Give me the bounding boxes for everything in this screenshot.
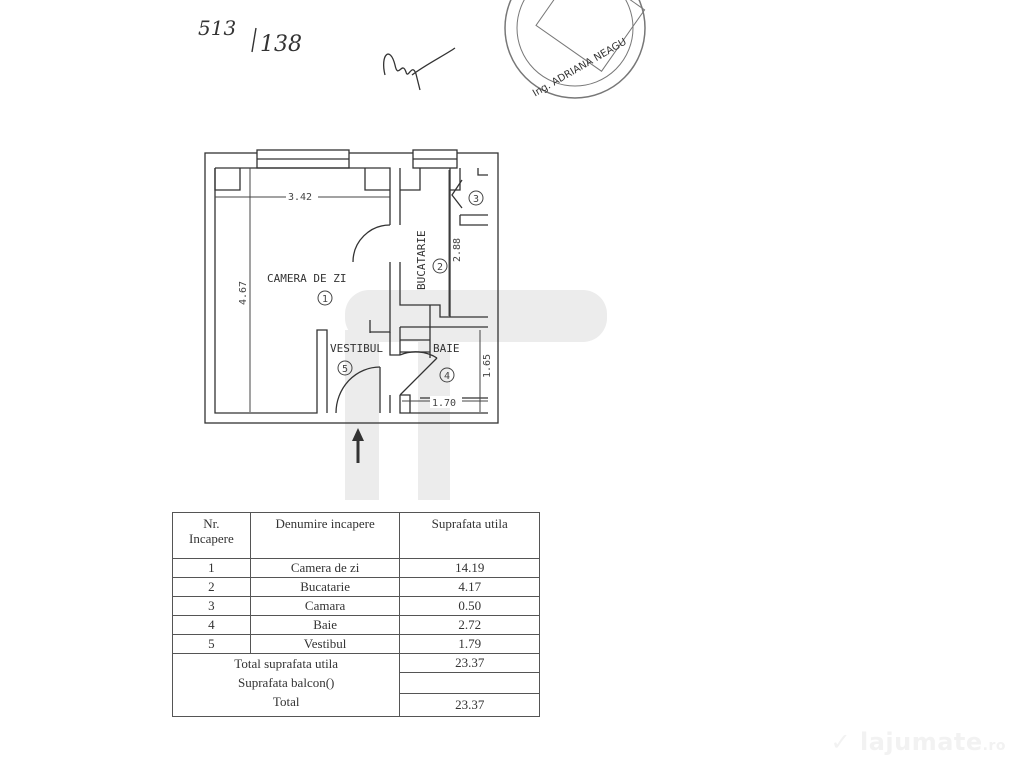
dim-living-length: 4.67 <box>238 281 249 305</box>
handwritten-fraction: 138 <box>260 32 302 57</box>
total-value: 23.37 <box>399 693 540 717</box>
stamp-seal: Ing. ADRIANA NEAGU <box>504 0 646 100</box>
room-number-markers <box>317 190 484 383</box>
room-number-5: 5 <box>342 364 348 375</box>
table-header-row: Nr.Incapere Denumire incapere Suprafata … <box>172 512 540 559</box>
room-label-kitchen: BUCATARIE <box>415 230 428 290</box>
lajumate-watermark: ✓ lajumate.ro <box>830 728 1006 756</box>
watermark-shape <box>345 290 607 500</box>
arrow-up-icon <box>352 428 364 463</box>
room-number-4: 4 <box>444 371 450 382</box>
header-name: Denumire incapere <box>249 512 401 559</box>
svg-text:Ing. ADRIANA NEAGU: Ing. ADRIANA NEAGU <box>531 37 629 100</box>
signature <box>383 47 456 91</box>
room-number-3: 3 <box>473 194 479 205</box>
room-label-vestibule: VESTIBUL <box>330 342 383 355</box>
room-label-bath: BAIE <box>433 342 460 355</box>
room-number-1: 1 <box>322 294 328 305</box>
totals-row: Total suprafata utila Suprafata balcon()… <box>171 653 540 717</box>
dim-bath-width: 1.70 <box>432 398 456 409</box>
header-nr: Nr.Incapere <box>172 512 251 559</box>
dim-living-width: 3.42 <box>288 192 312 203</box>
area-table: Nr.Incapere Denumire incapere Suprafata … <box>171 512 540 717</box>
balcony-value <box>399 672 540 694</box>
header-area: Suprafata utila <box>399 512 540 559</box>
room-label-living: CAMERA DE ZI <box>267 272 346 285</box>
dim-bath-length: 1.65 <box>482 354 493 378</box>
walls <box>204 149 499 424</box>
total-useful-value: 23.37 <box>399 653 540 673</box>
dim-kitchen-length: 2.88 <box>452 238 463 262</box>
room-number-2: 2 <box>437 262 443 273</box>
handwritten-number: 513 <box>198 16 237 40</box>
totals-labels: Total suprafata utila Suprafata balcon()… <box>171 653 401 717</box>
